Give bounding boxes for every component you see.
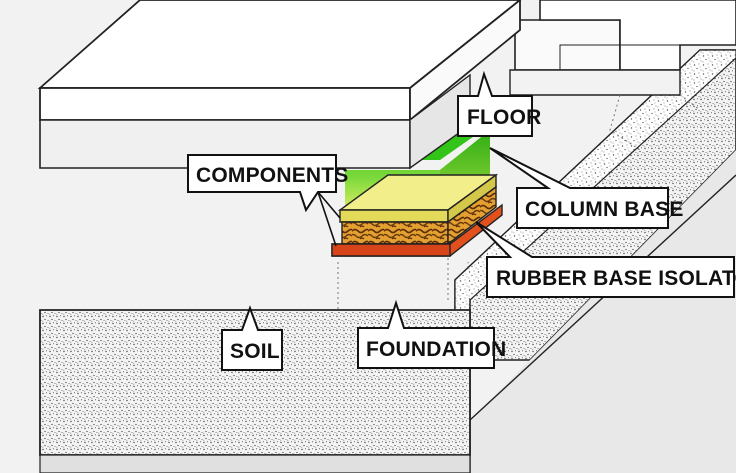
label-rubber-base-isolator: RUBBER BASE ISOLATOR	[496, 267, 736, 290]
label-column-base: COLUMN BASE	[525, 198, 684, 221]
callout-foundation: FOUNDATION	[357, 299, 506, 369]
label-foundation: FOUNDATION	[366, 338, 506, 361]
column-base-plate	[337, 173, 499, 224]
callout-rubber-base-isolator: RUBBER BASE ISOLATOR	[475, 221, 736, 298]
adjacent-structure	[509, 0, 736, 151]
callout-components: COMPONENTS	[187, 154, 349, 213]
bottom-plate	[331, 203, 503, 257]
pointer-lines	[317, 191, 341, 247]
callout-soil: SOIL	[221, 305, 283, 371]
label-soil: SOIL	[230, 340, 280, 363]
callout-column-base: COLUMN BASE	[489, 147, 684, 229]
label-components: COMPONENTS	[196, 164, 349, 187]
label-floor: FLOOR	[467, 106, 542, 129]
rubber-base-isolator	[341, 185, 497, 246]
callout-floor: FLOOR	[457, 70, 542, 137]
floor-slab	[37, 0, 522, 170]
